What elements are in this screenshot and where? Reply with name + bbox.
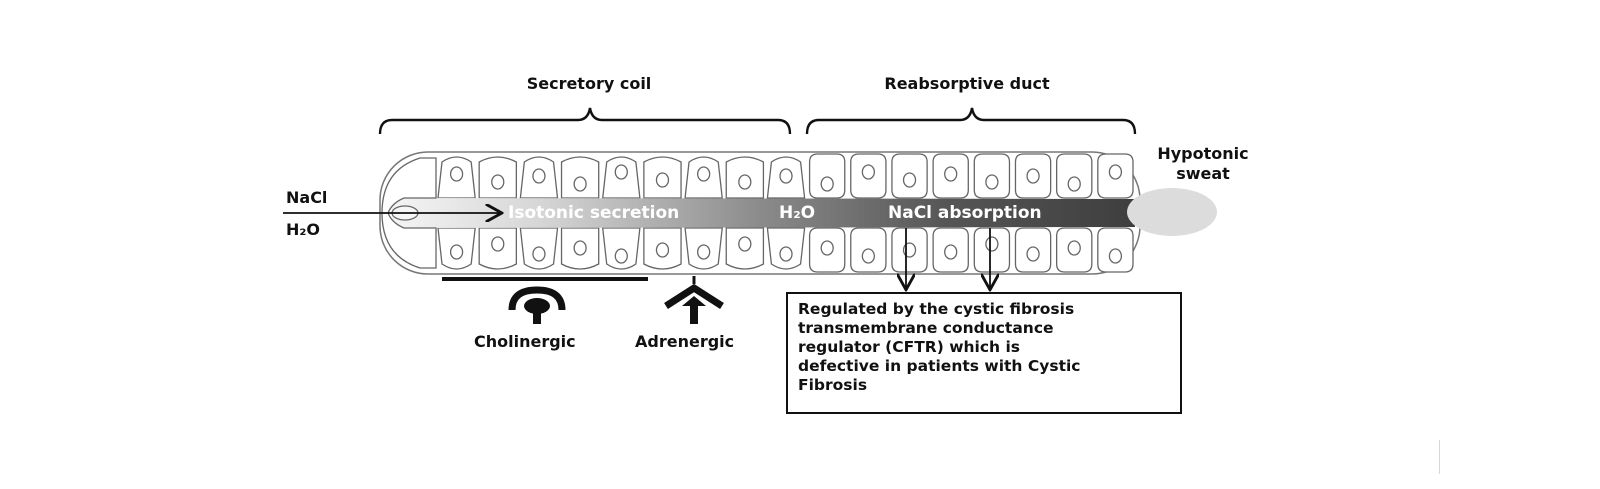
cell-nucleus [779, 246, 793, 262]
end-cap-cells [381, 157, 437, 269]
cell-nucleus [779, 168, 793, 184]
cell-nucleus [944, 166, 958, 182]
epithelium-bottom [437, 227, 1134, 273]
cell-nucleus [1067, 176, 1081, 192]
cell-nucleus [696, 166, 711, 182]
cell-nucleus [491, 236, 505, 252]
cell-nucleus [1026, 246, 1040, 262]
cell-nucleus [861, 248, 876, 264]
reabsorptive-duct-bracket [805, 107, 1137, 135]
cell-nucleus [449, 166, 464, 182]
cell-nucleus [532, 246, 546, 262]
cell-nucleus [655, 172, 670, 188]
cell-nucleus [861, 164, 876, 180]
isotonic-secretion-label: Isotonic secretion [508, 203, 680, 223]
cell-nucleus [573, 240, 587, 256]
cell-nucleus [491, 174, 505, 190]
cell-nucleus [1067, 240, 1081, 256]
cell-nucleus [738, 174, 752, 190]
frame-edge-mark [1439, 440, 1440, 474]
cell-nucleus [614, 164, 628, 180]
h2o-lumen-label: H₂O [779, 203, 816, 223]
sweat-droplet [1127, 188, 1217, 236]
cell-nucleus [449, 244, 464, 260]
epithelial-cell [808, 153, 846, 199]
secretory-coil-label: Secretory coil [526, 74, 652, 93]
nacl-absorption-label: NaCl absorption [888, 203, 1042, 223]
cell-nucleus [985, 174, 999, 190]
nacl-input-label: NaCl [286, 188, 328, 207]
cell-nucleus [1108, 248, 1123, 264]
cell-nucleus [573, 176, 587, 192]
secretory-coil-bracket [378, 107, 792, 135]
cell-nucleus [820, 240, 834, 256]
cholinergic-receptor-icon [508, 286, 566, 324]
cell-nucleus [944, 244, 958, 260]
cell-nucleus [614, 248, 628, 264]
adrenergic-receptor-icon [664, 276, 724, 324]
cell-nucleus [820, 176, 834, 192]
epithelial-cell [1056, 153, 1093, 199]
reabsorptive-duct-label: Reabsorptive duct [884, 74, 1050, 93]
cell-nucleus [532, 168, 546, 184]
cftr-regulation-text: Regulated by the cystic fibrosis transme… [798, 300, 1081, 394]
epithelium-top [437, 153, 1134, 199]
cell-nucleus [1026, 168, 1040, 184]
adrenergic-label: Adrenergic [635, 332, 735, 351]
cholinergic-label: Cholinergic [474, 332, 576, 351]
cell-nucleus [985, 236, 999, 252]
cell-nucleus [655, 242, 670, 258]
cell-nucleus [696, 244, 711, 260]
cftr-regulation-box: Regulated by the cystic fibrosis transme… [786, 292, 1182, 414]
cell-nucleus [902, 172, 917, 188]
h2o-input-label: H₂O [286, 220, 320, 239]
cell-nucleus [738, 236, 752, 252]
cell-nucleus [1108, 164, 1123, 180]
lumen [392, 198, 1135, 228]
hypotonic-sweat-label: Hypotonic sweat [1157, 144, 1249, 183]
